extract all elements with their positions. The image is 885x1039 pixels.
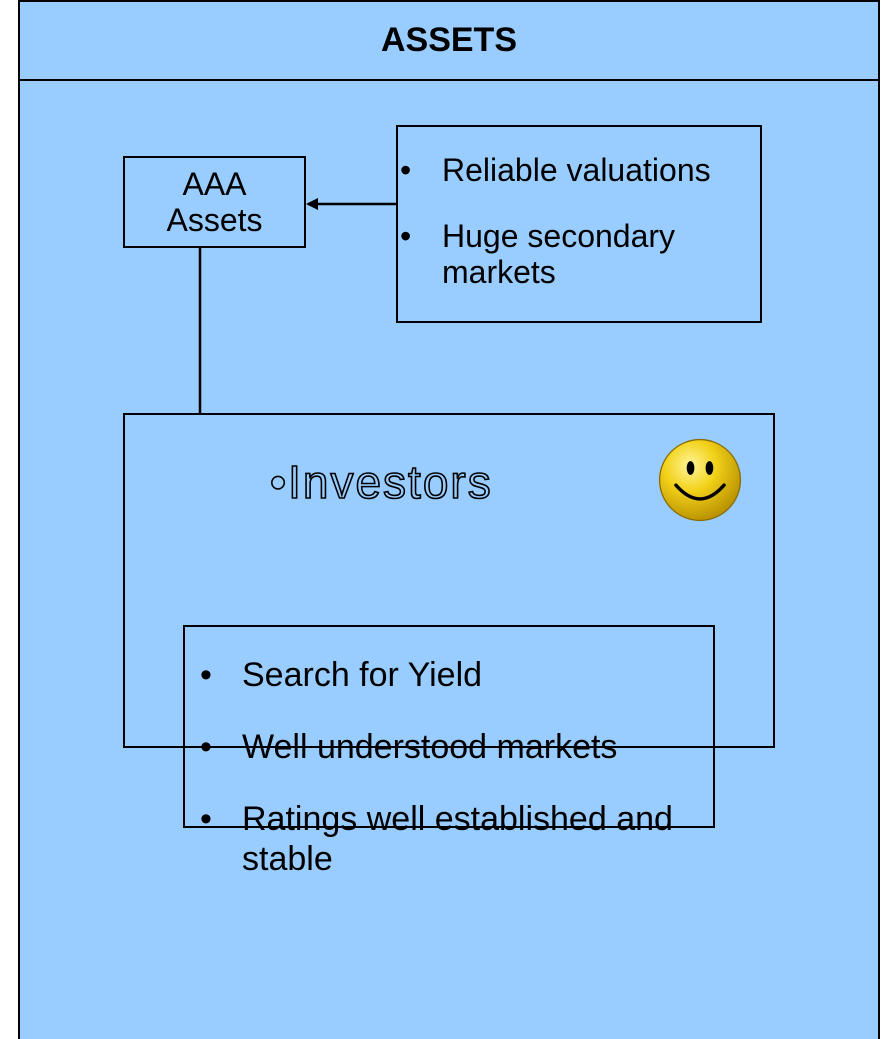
investor-reasons-list: Search for Yield Well understood markets… — [200, 655, 720, 911]
reason-label: Ratings well established and stable — [242, 800, 673, 878]
reason-item: Well understood markets — [200, 727, 720, 767]
feature-item: Reliable valuations — [400, 152, 770, 188]
feature-label: Reliable valuations — [442, 152, 711, 188]
investors-title: •Investors — [269, 455, 493, 509]
aaa-assets-line1: AAA — [182, 166, 247, 202]
aaa-assets-box: AAA Assets — [123, 156, 306, 248]
aaa-assets-line2: Assets — [166, 202, 263, 238]
feature-label: Huge secondary markets — [442, 218, 676, 290]
reason-label: Search for Yield — [242, 656, 483, 694]
reason-label: Well understood markets — [242, 728, 618, 766]
feature-item: Huge secondary markets — [400, 218, 770, 290]
reason-item: Search for Yield — [200, 655, 720, 695]
assets-header: ASSETS — [18, 0, 880, 81]
assets-title: ASSETS — [380, 21, 518, 59]
asset-features-list: Reliable valuations Huge secondary marke… — [400, 152, 770, 320]
reason-item: Ratings well established and stable — [200, 799, 720, 879]
smiley-face-icon — [658, 438, 742, 522]
